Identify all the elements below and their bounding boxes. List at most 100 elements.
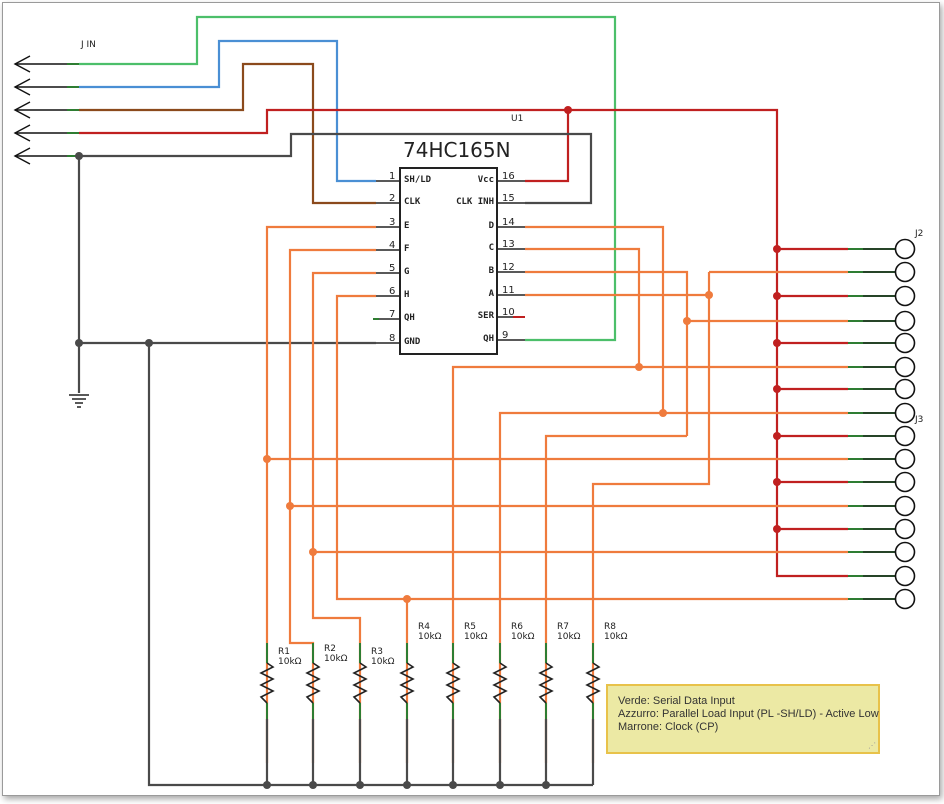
legend-line-clock: Marrone: Clock (CP) <box>618 721 719 733</box>
connector-pin-circle[interactable] <box>894 565 916 587</box>
chip-ref: U1 <box>511 114 523 124</box>
chip-pin-number: 8 <box>389 333 395 344</box>
chip-pin-label: CLK INH <box>456 197 494 207</box>
chip-pin-label: QH <box>404 313 415 323</box>
chip-body[interactable] <box>399 167 498 355</box>
connector-pin-circle[interactable] <box>894 402 916 424</box>
resistor-ref: R6 <box>511 622 523 632</box>
resistors: R110kΩR210kΩR310kΩR410kΩR510kΩR610kΩR710… <box>259 622 628 785</box>
chip-pin-label: GND <box>404 337 421 347</box>
legend-line-serial: Verde: Serial Data Input <box>618 695 735 707</box>
input-wire-f[interactable] <box>288 248 376 763</box>
resistor-value: 10kΩ <box>324 654 348 664</box>
chip-pin-number: 15 <box>502 193 515 204</box>
resistor-ref: R2 <box>324 644 336 654</box>
legend-note: Verde: Serial Data Input Azzurro: Parall… <box>606 684 880 754</box>
chip-part-name: 74HC165N <box>403 138 511 162</box>
jin-arrow-2 <box>13 78 67 96</box>
resistor-zigzag <box>538 662 554 704</box>
connector-pin-circle[interactable] <box>894 541 916 563</box>
resistor-zigzag <box>445 662 461 704</box>
chip-pin-number: 13 <box>502 239 515 250</box>
resistor-value: 10kΩ <box>371 657 395 667</box>
chip-pin-number: 4 <box>389 240 395 251</box>
connector-pin-circle[interactable] <box>894 425 916 447</box>
connector-pin-circle[interactable] <box>894 448 916 470</box>
input-wire-r5[interactable] <box>451 365 639 763</box>
resistor-value: 10kΩ <box>557 632 581 642</box>
input-wire-c[interactable] <box>525 247 641 367</box>
input-wire-h[interactable] <box>335 294 409 763</box>
chip-pin-number: 10 <box>502 307 515 318</box>
jin-pin-stubs <box>67 63 79 157</box>
input-wire-r8[interactable] <box>591 295 711 763</box>
connector-pin-circle[interactable] <box>894 495 916 517</box>
connector-pin-circle[interactable] <box>894 518 916 540</box>
vcc-pin16-wire[interactable] <box>525 110 570 183</box>
resistor-zigzag <box>259 662 275 704</box>
resistor-value: 10kΩ <box>418 632 442 642</box>
jin-arrow-3 <box>13 101 67 119</box>
chip-pin-number: 2 <box>389 193 395 204</box>
clock-wire[interactable] <box>79 62 376 205</box>
resistor-zigzag <box>352 662 368 704</box>
jin-arrow-1 <box>13 55 67 73</box>
input-wire-e[interactable] <box>265 225 376 763</box>
ground-symbol <box>69 394 89 408</box>
connector-pin-circle[interactable] <box>894 356 916 378</box>
chip-pin-number: 14 <box>502 217 515 228</box>
input-wire-d[interactable] <box>525 225 665 413</box>
chip-pin-number: 9 <box>502 330 508 341</box>
resistor-value: 10kΩ <box>464 632 488 642</box>
resistor-value: 10kΩ <box>604 632 628 642</box>
chip-pin-number: 6 <box>389 286 395 297</box>
chip-pin-label: F <box>404 244 409 254</box>
connector-pin-circle[interactable] <box>894 332 916 354</box>
connector-pin-circle[interactable] <box>894 588 916 610</box>
chip-pin-number: 11 <box>502 285 515 296</box>
resistor-ref: R5 <box>464 622 476 632</box>
gnd-bus-bottom[interactable] <box>147 343 593 787</box>
vcc-branches <box>777 247 848 531</box>
jin-label: J IN <box>80 40 96 50</box>
connector-pin-circle[interactable] <box>894 378 916 400</box>
jin-arrow-5 <box>13 147 67 165</box>
chip-pin-number: 16 <box>502 171 515 182</box>
serial-data-wire[interactable] <box>79 15 617 342</box>
resize-grip-icon[interactable]: ⋰ <box>868 741 876 750</box>
jin-connector <box>13 55 67 165</box>
chip-pin-number: 3 <box>389 217 395 228</box>
connector-pin-circle[interactable] <box>894 285 916 307</box>
chip-pin-number: 1 <box>389 171 395 182</box>
resistor-ref: R8 <box>604 622 616 632</box>
connector-pin-circle[interactable] <box>894 238 916 260</box>
connector-pins <box>848 238 916 610</box>
gnd-wire-top[interactable] <box>79 132 593 205</box>
chip-pin-number: 7 <box>389 309 395 320</box>
circuit-diagram: J IN <box>13 15 923 789</box>
chip-pin-label: G <box>404 267 409 277</box>
connector-pin-circle[interactable] <box>894 310 916 332</box>
input-wire-g[interactable] <box>311 271 376 763</box>
parallel-load-wire[interactable] <box>79 39 376 183</box>
chip-pin-label: C <box>489 243 494 253</box>
input-wire-b[interactable] <box>525 270 689 321</box>
vcc-wire[interactable] <box>79 108 848 578</box>
resistor-ref: R3 <box>371 647 383 657</box>
resistor-zigzag <box>585 662 601 704</box>
chip-pin-label: H <box>404 290 409 300</box>
connector-pin-circle[interactable] <box>894 261 916 283</box>
connector-pin-circle[interactable] <box>894 471 916 493</box>
resistor-value: 10kΩ <box>511 632 535 642</box>
